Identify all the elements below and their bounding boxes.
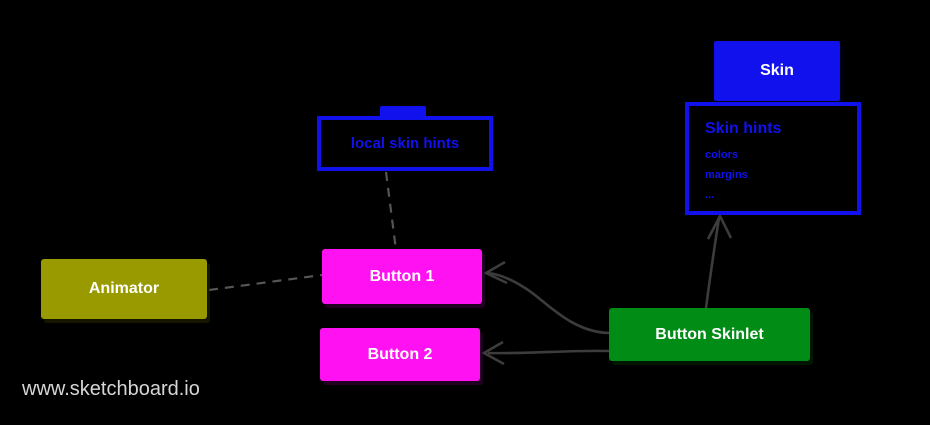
node-animator[interactable]: Animator — [41, 259, 207, 319]
edge-skinlet-to-button2 — [487, 349, 610, 355]
node-button-skinlet[interactable]: Button Skinlet — [609, 308, 810, 361]
edge-animator-to-button1 — [208, 273, 323, 292]
node-local-skin-hints-tab-icon — [380, 106, 426, 118]
node-local-skin-hints-label: local skin hints — [350, 135, 460, 152]
edge-skinlet-to-button1 — [487, 271, 610, 335]
edge-localhints-to-button1 — [384, 171, 398, 251]
arrowhead-skinlet-to-skinhints — [706, 213, 733, 240]
watermark: www.sketchboard.io — [22, 378, 200, 400]
node-button1-label: Button 1 — [369, 267, 435, 285]
edge-skinlet-to-skinhints — [704, 217, 721, 309]
node-skin-hints[interactable]: Skin hints colors margins ... — [685, 102, 861, 215]
node-local-skin-hints[interactable]: local skin hints — [317, 116, 493, 171]
node-skin[interactable]: Skin — [714, 41, 840, 101]
node-button2-label: Button 2 — [367, 345, 433, 363]
node-animator-label: Animator — [88, 280, 160, 297]
node-skin-hints-item-colors: colors — [705, 148, 739, 161]
arrowhead-skinlet-to-button2 — [481, 340, 505, 366]
node-skin-hints-item-margins: margins — [705, 168, 748, 181]
arrowhead-skinlet-to-button1 — [483, 260, 508, 285]
node-skin-label: Skin — [760, 62, 794, 79]
node-button1[interactable]: Button 1 — [322, 249, 482, 304]
node-button-skinlet-label: Button Skinlet — [655, 325, 764, 343]
node-skin-hints-title: Skin hints — [705, 120, 782, 137]
node-button2[interactable]: Button 2 — [320, 328, 480, 381]
node-skin-hints-item-ellipsis: ... — [705, 189, 715, 202]
